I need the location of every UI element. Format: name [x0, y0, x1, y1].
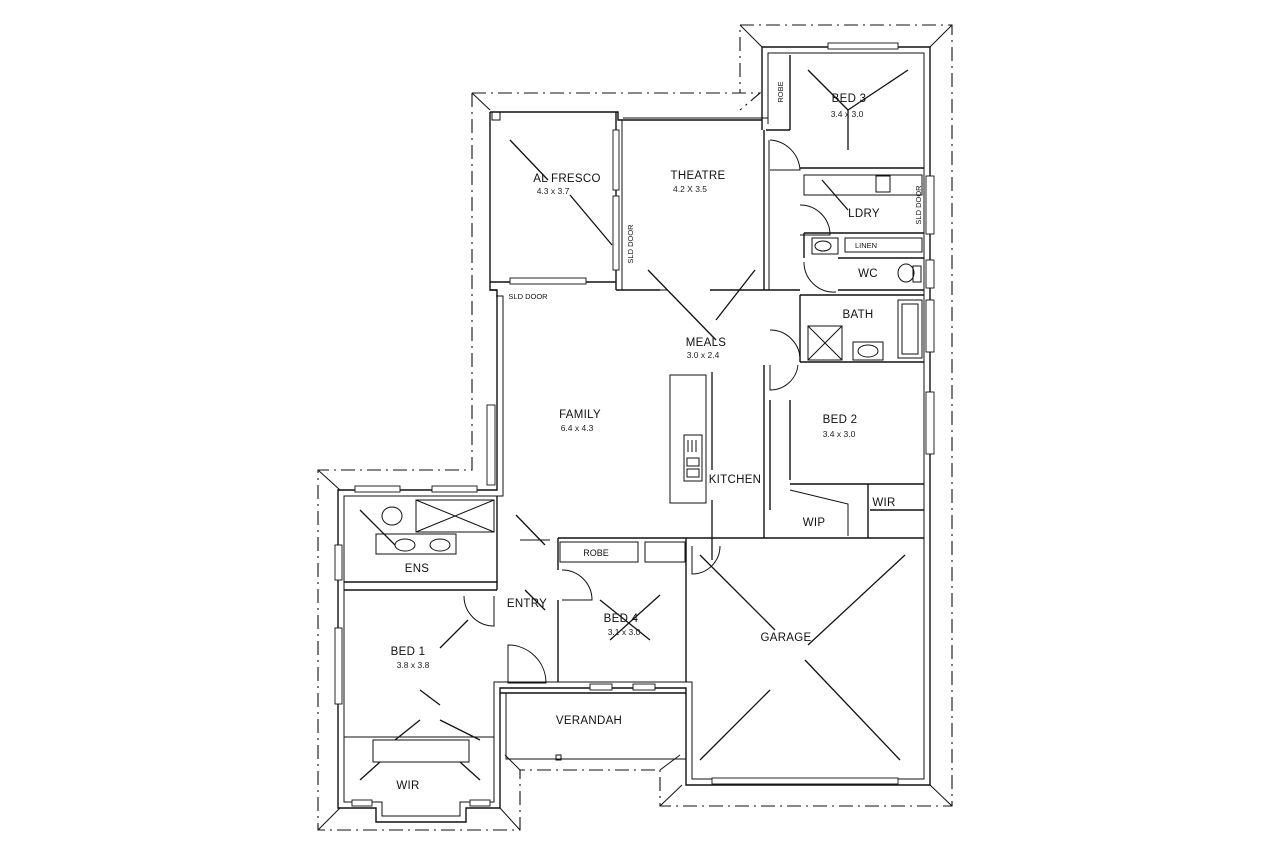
bathroom-fixtures — [375, 175, 923, 555]
kitchen-label: KITCHEN — [709, 474, 762, 486]
meals-dim: 3.0 x 2.4 — [687, 350, 720, 360]
bed3-dim: 3.4 x 3.0 — [831, 109, 864, 119]
ldry-label: LDRY — [848, 208, 880, 220]
sld-door-alfresco-label: SLD DOOR — [508, 292, 548, 301]
wc-label: WC — [858, 268, 878, 280]
column — [491, 111, 501, 121]
internal-walls — [344, 55, 924, 763]
bed3-label: BED 3 — [832, 93, 867, 105]
theatre-label: THEATRE — [671, 170, 726, 182]
doors — [372, 139, 837, 684]
ceiling-diagonals — [359, 69, 909, 781]
robe-bed4-label: ROBE — [583, 548, 609, 558]
bed2-label: BED 2 — [823, 414, 858, 426]
alfresco-dim: 4.3 x 3.7 — [537, 186, 570, 196]
wir-bed1-label: WIR — [396, 780, 419, 792]
family-dim: 6.4 x 4.3 — [561, 423, 594, 433]
alfresco-label: AL FRESCO — [533, 173, 600, 185]
bed4-dim: 3.1 x 3.0 — [608, 627, 641, 637]
ens-label: ENS — [405, 563, 430, 575]
wir-bed2-label: WIR — [872, 497, 895, 509]
bed1-dim: 3.8 x 3.8 — [397, 660, 430, 670]
linen-label: LINEN — [855, 241, 877, 250]
robe-top-label: ROBE — [776, 81, 785, 102]
theatre-dim: 4.2 X 3.5 — [673, 184, 707, 194]
column — [555, 754, 562, 761]
sld-door-ldry-label: SLD DOOR — [914, 185, 923, 225]
roof-outline — [317, 24, 953, 831]
verandah-label: VERANDAH — [556, 715, 622, 727]
family-label: FAMILY — [559, 409, 601, 421]
bath-label: BATH — [842, 309, 873, 321]
entry-label: ENTRY — [507, 598, 547, 610]
wip-label: WIP — [803, 517, 826, 529]
bed1-label: BED 1 — [391, 646, 426, 658]
bed4-label: BED 4 — [604, 613, 639, 625]
room-labels: AL FRESCO 4.3 x 3.7 THEATRE 4.2 X 3.5 BE… — [391, 81, 923, 792]
bed2-dim: 3.4 x 3.0 — [823, 429, 856, 439]
garage-label: GARAGE — [760, 632, 811, 644]
sld-door-theatre-label: SLD DOOR — [626, 224, 635, 264]
meals-label: MEALS — [686, 337, 727, 349]
windows — [334, 42, 935, 807]
